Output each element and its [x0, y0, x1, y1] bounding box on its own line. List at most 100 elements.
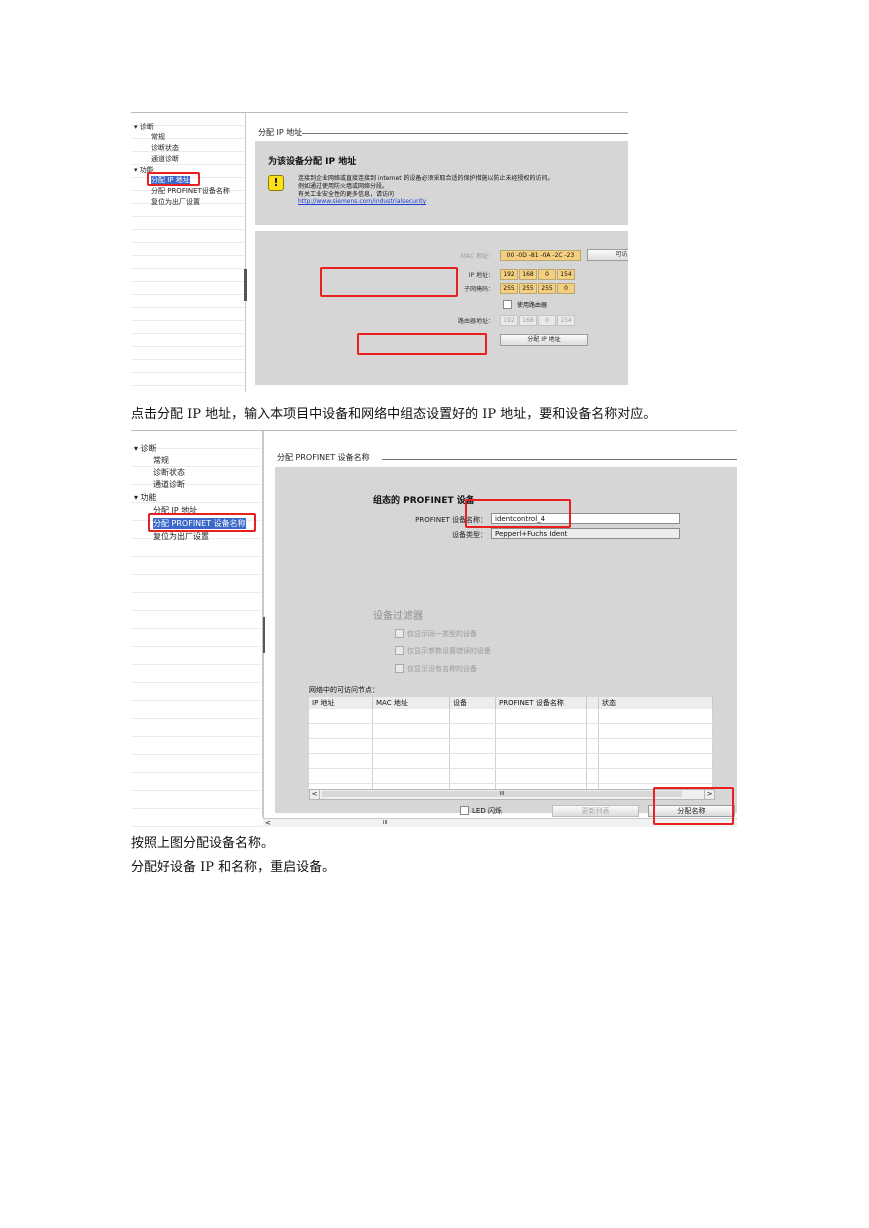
- accessible-devices-button[interactable]: 可访问设备: [587, 249, 628, 261]
- ip-octet-1[interactable]: 192: [500, 269, 518, 280]
- warning-text-line3: 有关工业安全性的更多信息，请访问: [298, 191, 395, 198]
- table-row[interactable]: [309, 753, 713, 769]
- screenshot-assign-name: ▾ 诊断 常规 诊断状态 通道诊断 ▾ 功能 分配 IP 地址 分配 PROFI…: [131, 430, 737, 827]
- section-divider: [382, 459, 737, 460]
- warning-panel: 为该设备分配 IP 地址 ! 连接到企业网络或直接连接到 internet 的设…: [255, 141, 628, 225]
- table-row[interactable]: [309, 738, 713, 754]
- table-row[interactable]: [309, 723, 713, 739]
- warning-text-line2: 例如通过使用防火墙或网络分段。: [298, 183, 389, 190]
- scroll-grip: III: [499, 791, 505, 797]
- router-octet-1: 192: [500, 315, 518, 326]
- mask-octet-2[interactable]: 255: [519, 283, 537, 294]
- column-profinet-name[interactable]: PROFINET 设备名称: [495, 697, 587, 709]
- device-name-input[interactable]: identcontrol_4: [491, 513, 680, 524]
- tree-item-channel-diag[interactable]: 通道诊断: [153, 480, 185, 489]
- tree-item-reset[interactable]: 复位为出厂设置: [153, 532, 209, 541]
- filter-no-name-label: 仅显示没有名称的设备: [407, 665, 477, 673]
- tree-item-diagnostics[interactable]: ▾ 诊断: [134, 123, 154, 131]
- tree-item-functions[interactable]: ▾ 功能: [134, 166, 154, 174]
- section-title: 分配 PROFINET 设备名称: [277, 453, 370, 462]
- table-row[interactable]: [309, 709, 713, 724]
- device-name-label: PROFINET 设备名称：: [415, 516, 487, 524]
- scroll-left-icon[interactable]: <: [310, 790, 320, 799]
- assign-name-button[interactable]: 分配名称: [648, 805, 735, 817]
- use-router-label: 使用路由器: [517, 302, 548, 309]
- ip-octet-2[interactable]: 168: [519, 269, 537, 280]
- mask-octet-1[interactable]: 255: [500, 283, 518, 294]
- highlight-tree-assign-ip: [147, 172, 200, 186]
- screenshot-assign-ip: ▾ 诊断 常规 诊断状态 通道诊断 ▾ 功能 分配 IP 地址 分配 PROFI…: [131, 112, 628, 392]
- led-flash-checkbox[interactable]: [460, 806, 469, 815]
- vertical-divider: [262, 431, 263, 817]
- subnet-mask-label: 子网掩码：: [463, 286, 494, 293]
- highlight-tree-assign-name: [148, 513, 256, 532]
- bottom-scroll-left-icon[interactable]: <: [265, 819, 271, 827]
- accessible-nodes-label: 网络中的可访问节点：: [309, 686, 379, 694]
- column-mac[interactable]: MAC 地址: [372, 697, 450, 709]
- table-row[interactable]: [309, 768, 713, 784]
- use-router-checkbox[interactable]: [503, 300, 512, 309]
- filter-same-type-checkbox[interactable]: [395, 629, 404, 638]
- tree-item-assign-ip[interactable]: 分配 IP 地址: [151, 176, 190, 185]
- tree-item-diagnostics[interactable]: ▾ 诊断: [134, 444, 157, 453]
- highlight-ip-fields: [320, 267, 458, 297]
- column-ip[interactable]: IP 地址: [309, 697, 373, 709]
- instruction-paragraph-3: 分配好设备 IP 和名称，重启设备。: [131, 860, 336, 875]
- project-tree: ▾ 诊断 常规 诊断状态 通道诊断 ▾ 功能 分配 IP 地址 分配 PROFI…: [131, 431, 264, 827]
- tree-item-general[interactable]: 常规: [153, 456, 169, 465]
- tree-item-diag-status[interactable]: 诊断状态: [151, 144, 179, 152]
- device-type-field: Pepperl+Fuchs Ident: [491, 528, 680, 539]
- filter-no-name-checkbox[interactable]: [395, 664, 404, 673]
- scroll-right-icon[interactable]: >: [704, 790, 714, 799]
- column-device[interactable]: 设备: [449, 697, 496, 709]
- tree-item-functions[interactable]: ▾ 功能: [134, 493, 157, 502]
- device-name-panel: 组态的 PROFINET 设备 PROFINET 设备名称： identcont…: [275, 467, 737, 815]
- warning-icon: !: [268, 175, 284, 191]
- device-filter-heading: 设备过滤器: [373, 611, 423, 622]
- tree-item-reset[interactable]: 复位为出厂设置: [151, 198, 200, 206]
- column-spacer: [586, 697, 599, 709]
- instruction-paragraph-2: 按照上图分配设备名称。: [131, 836, 275, 851]
- mask-octet-4[interactable]: 0: [557, 283, 575, 294]
- ip-octet-3[interactable]: 0: [538, 269, 556, 280]
- update-list-button[interactable]: 更新列表: [552, 805, 639, 817]
- scroll-thumb[interactable]: III: [322, 791, 682, 797]
- filter-same-type-label: 仅显示同一类型的设备: [407, 630, 477, 638]
- highlight-assign-ip-button: [357, 333, 487, 355]
- accessible-nodes-table: IP 地址 MAC 地址 设备 PROFINET 设备名称 状态: [309, 697, 713, 799]
- warning-heading: 为该设备分配 IP 地址: [268, 157, 357, 167]
- splitter-handle[interactable]: [262, 617, 265, 653]
- tree-item-general[interactable]: 常规: [151, 133, 165, 141]
- security-link[interactable]: http://www.siemens.com/industrialsecurit…: [298, 198, 427, 205]
- ip-label: IP 地址：: [468, 272, 494, 279]
- tree-item-diag-status[interactable]: 诊断状态: [153, 468, 185, 477]
- warning-text-line1: 连接到企业网络或直接连接到 internet 的设备必须采取合适的保护措施以防止…: [298, 175, 554, 182]
- ip-form-panel: MAC 地址： 00 -0D -81 -0A -2C -23 可访问设备 IP …: [255, 231, 628, 385]
- led-flash-label: LED 闪烁: [472, 807, 502, 815]
- filter-param-error-checkbox[interactable]: [395, 646, 404, 655]
- configured-device-heading: 组态的 PROFINET 设备: [373, 496, 475, 506]
- tree-item-channel-diag[interactable]: 通道诊断: [151, 155, 179, 163]
- splitter-handle[interactable]: [244, 269, 247, 301]
- tree-item-assign-name[interactable]: 分配 PROFINET 设备名称: [153, 518, 246, 529]
- table-hscrollbar[interactable]: < III >: [309, 789, 715, 800]
- bottom-scroll-grip: III: [383, 820, 388, 826]
- table-header-row: IP 地址 MAC 地址 设备 PROFINET 设备名称 状态: [309, 697, 713, 709]
- tree-item-assign-name[interactable]: 分配 PROFINET设备名称: [151, 187, 230, 195]
- instruction-paragraph-1: 点击分配 IP 地址，输入本项目中设备和网络中组态设置好的 IP 地址，要和设备…: [131, 407, 657, 422]
- highlight-device-name: [465, 499, 571, 528]
- section-title: 分配 IP 地址: [258, 128, 303, 137]
- mask-octet-3[interactable]: 255: [538, 283, 556, 294]
- assign-ip-button[interactable]: 分配 IP 地址: [500, 334, 588, 346]
- device-type-label: 设备类型：: [452, 531, 487, 539]
- filter-param-error-label: 仅显示参数设置错误的设备: [407, 647, 491, 655]
- router-octet-2: 168: [519, 315, 537, 326]
- router-octet-4: 154: [557, 315, 575, 326]
- column-status[interactable]: 状态: [598, 697, 713, 709]
- mac-field: 00 -0D -81 -0A -2C -23: [500, 250, 581, 261]
- tree-item-assign-ip[interactable]: 分配 IP 地址: [153, 506, 198, 515]
- ip-octet-4[interactable]: 154: [557, 269, 575, 280]
- bottom-hscrollbar[interactable]: < III: [263, 818, 737, 827]
- router-octet-3: 0: [538, 315, 556, 326]
- router-address-label: 路由器地址：: [457, 318, 494, 325]
